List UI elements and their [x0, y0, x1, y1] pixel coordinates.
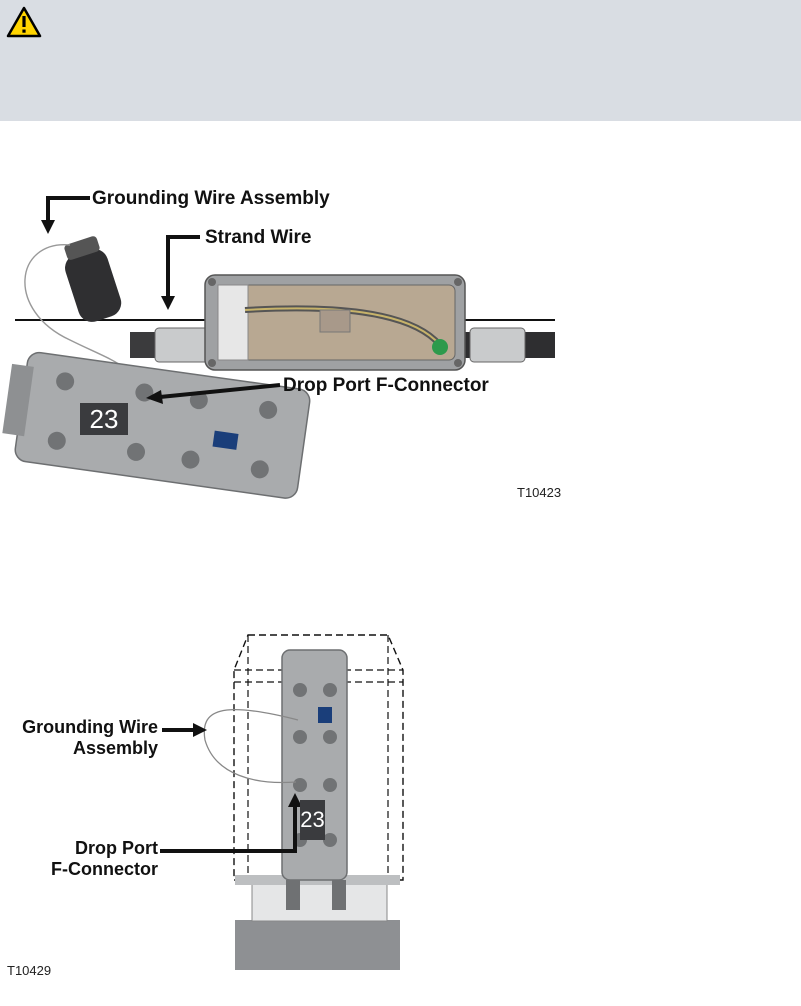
- callout-strand-wire: Strand Wire: [205, 227, 312, 248]
- callout-grounding-wire-assembly: Grounding Wire Assembly: [92, 188, 330, 209]
- callout-drop-port-line2: F-Connector: [51, 859, 158, 879]
- strand-mount-illustration: [2, 196, 555, 499]
- pedestal-mount-illustration: [160, 634, 404, 970]
- figure-id: T10429: [7, 963, 52, 978]
- port-number-label: 23: [300, 800, 325, 840]
- figure-id: T10423: [517, 485, 562, 500]
- figure-strand-mount: Grounding Wire Assembly Strand Wire Drop…: [0, 170, 580, 510]
- warning-banner: [0, 0, 801, 121]
- warning-triangle-icon: [6, 6, 42, 38]
- callout-grounding-wire-line2: Assembly: [72, 738, 158, 758]
- callout-grounding-wire-line1: Grounding Wire: [22, 717, 158, 737]
- port-number-label: 23: [80, 403, 128, 435]
- figure-pedestal-mount: Grounding Wire Assembly Drop Port F-Conn…: [0, 625, 801, 1006]
- callout-drop-port-f-connector: Drop Port F-Connector: [283, 375, 489, 396]
- callout-drop-port-line1: Drop Port: [75, 838, 158, 858]
